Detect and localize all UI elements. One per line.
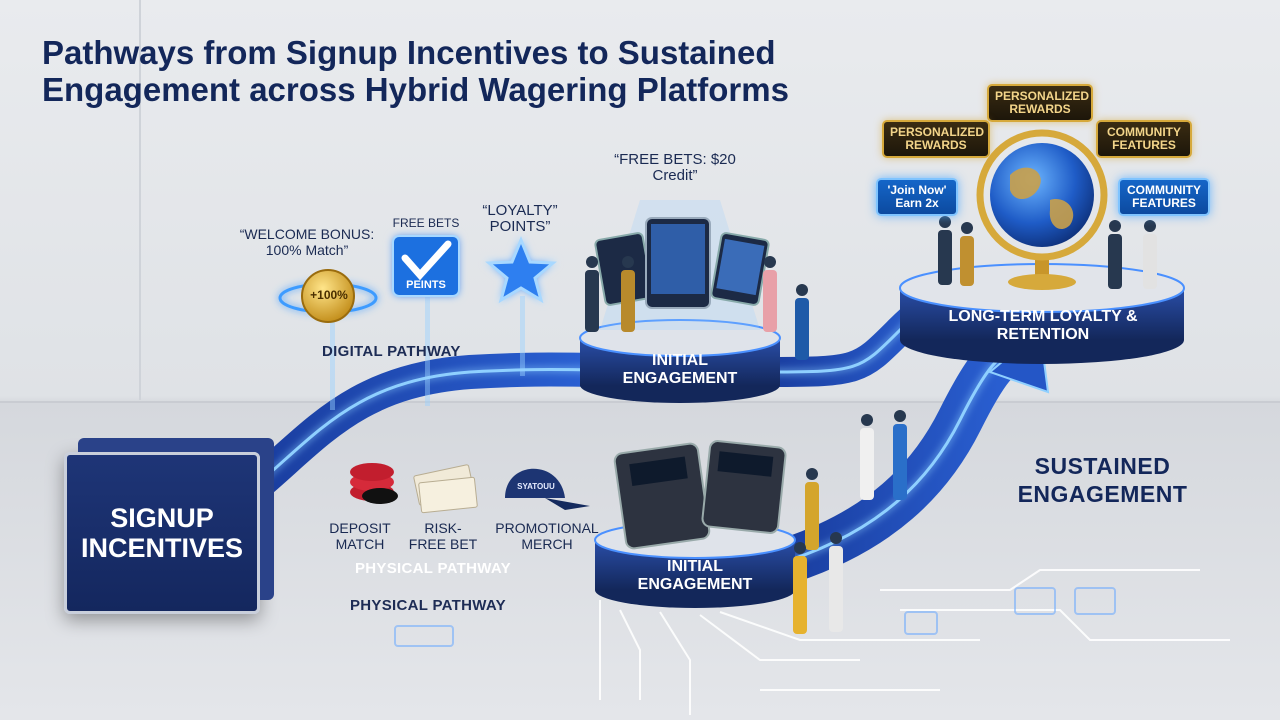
loyalty-points-caption: “LOYALTY” POINTS” — [482, 202, 558, 235]
digital-pathway-label: DIGITAL PATHWAY — [322, 343, 461, 360]
people-figures — [585, 216, 1157, 634]
community-features-tag-blue: COMMUNITY FEATURES — [1118, 178, 1210, 216]
digital-initial-platform — [579, 319, 781, 403]
free-bets-card-top: FREE BETS — [392, 216, 460, 230]
circuit-traces — [599, 569, 1230, 715]
personalized-rewards-tag-left: PERSONALIZED REWARDS — [882, 120, 990, 158]
digital-pathway-glow — [261, 368, 611, 482]
cap-text: SYATOUU — [517, 482, 555, 491]
community-features-tag-gold: COMMUNITY FEATURES — [1096, 120, 1192, 158]
join-now-tag: 'Join Now' Earn 2x — [876, 178, 958, 216]
digital-pathway-ribbon — [250, 352, 611, 493]
personalized-rewards-tag-top: PERSONALIZED REWARDS — [987, 84, 1093, 122]
coin-icon — [278, 269, 378, 323]
sustained-engagement-label: SUSTAINED ENGAGEMENT — [1017, 453, 1188, 507]
long-term-loyalty-label: LONG-TERM LOYALTY & RETENTION — [948, 308, 1138, 343]
deposit-match-caption: DEPOSIT MATCH — [329, 520, 391, 552]
hologram-beams — [330, 296, 525, 410]
tablet-devices — [594, 217, 770, 309]
payment-terminals — [613, 440, 787, 550]
physical-initial-engagement-label: INITIAL ENGAGEMENT — [637, 558, 753, 593]
globe — [976, 129, 1108, 290]
physical-pathway-on-path-label: PHYSICAL PATHWAY — [355, 560, 511, 577]
floor-holograms — [394, 587, 1116, 647]
coin-text: +100% — [310, 288, 348, 302]
signup-incentives-box: SIGNUP INCENTIVES — [64, 452, 260, 614]
risk-free-bet-caption: RISK-FREE BET — [408, 520, 478, 552]
free-bets-card-icon — [392, 235, 460, 297]
free-bets-card-bottom: PEINTS — [406, 279, 446, 291]
free-bets-credit-caption: “FREE BETS: $20 Credit” — [614, 151, 736, 184]
cap-icon — [505, 468, 590, 510]
physical-pathway-label: PHYSICAL PATHWAY — [350, 597, 506, 614]
digital-initial-engagement-label: INITIAL ENGAGEMENT — [622, 352, 738, 387]
tickets-icon — [413, 464, 478, 514]
loyalty-star-icon — [485, 236, 557, 304]
welcome-bonus-caption: “WELCOME BONUS: 100% Match” — [239, 226, 375, 258]
promotional-merch-caption: PROMOTIONAL MERCH — [495, 520, 599, 552]
diagram-title: Pathways from Signup Incentives to Susta… — [42, 34, 789, 108]
casino-chips-icon — [350, 463, 398, 504]
